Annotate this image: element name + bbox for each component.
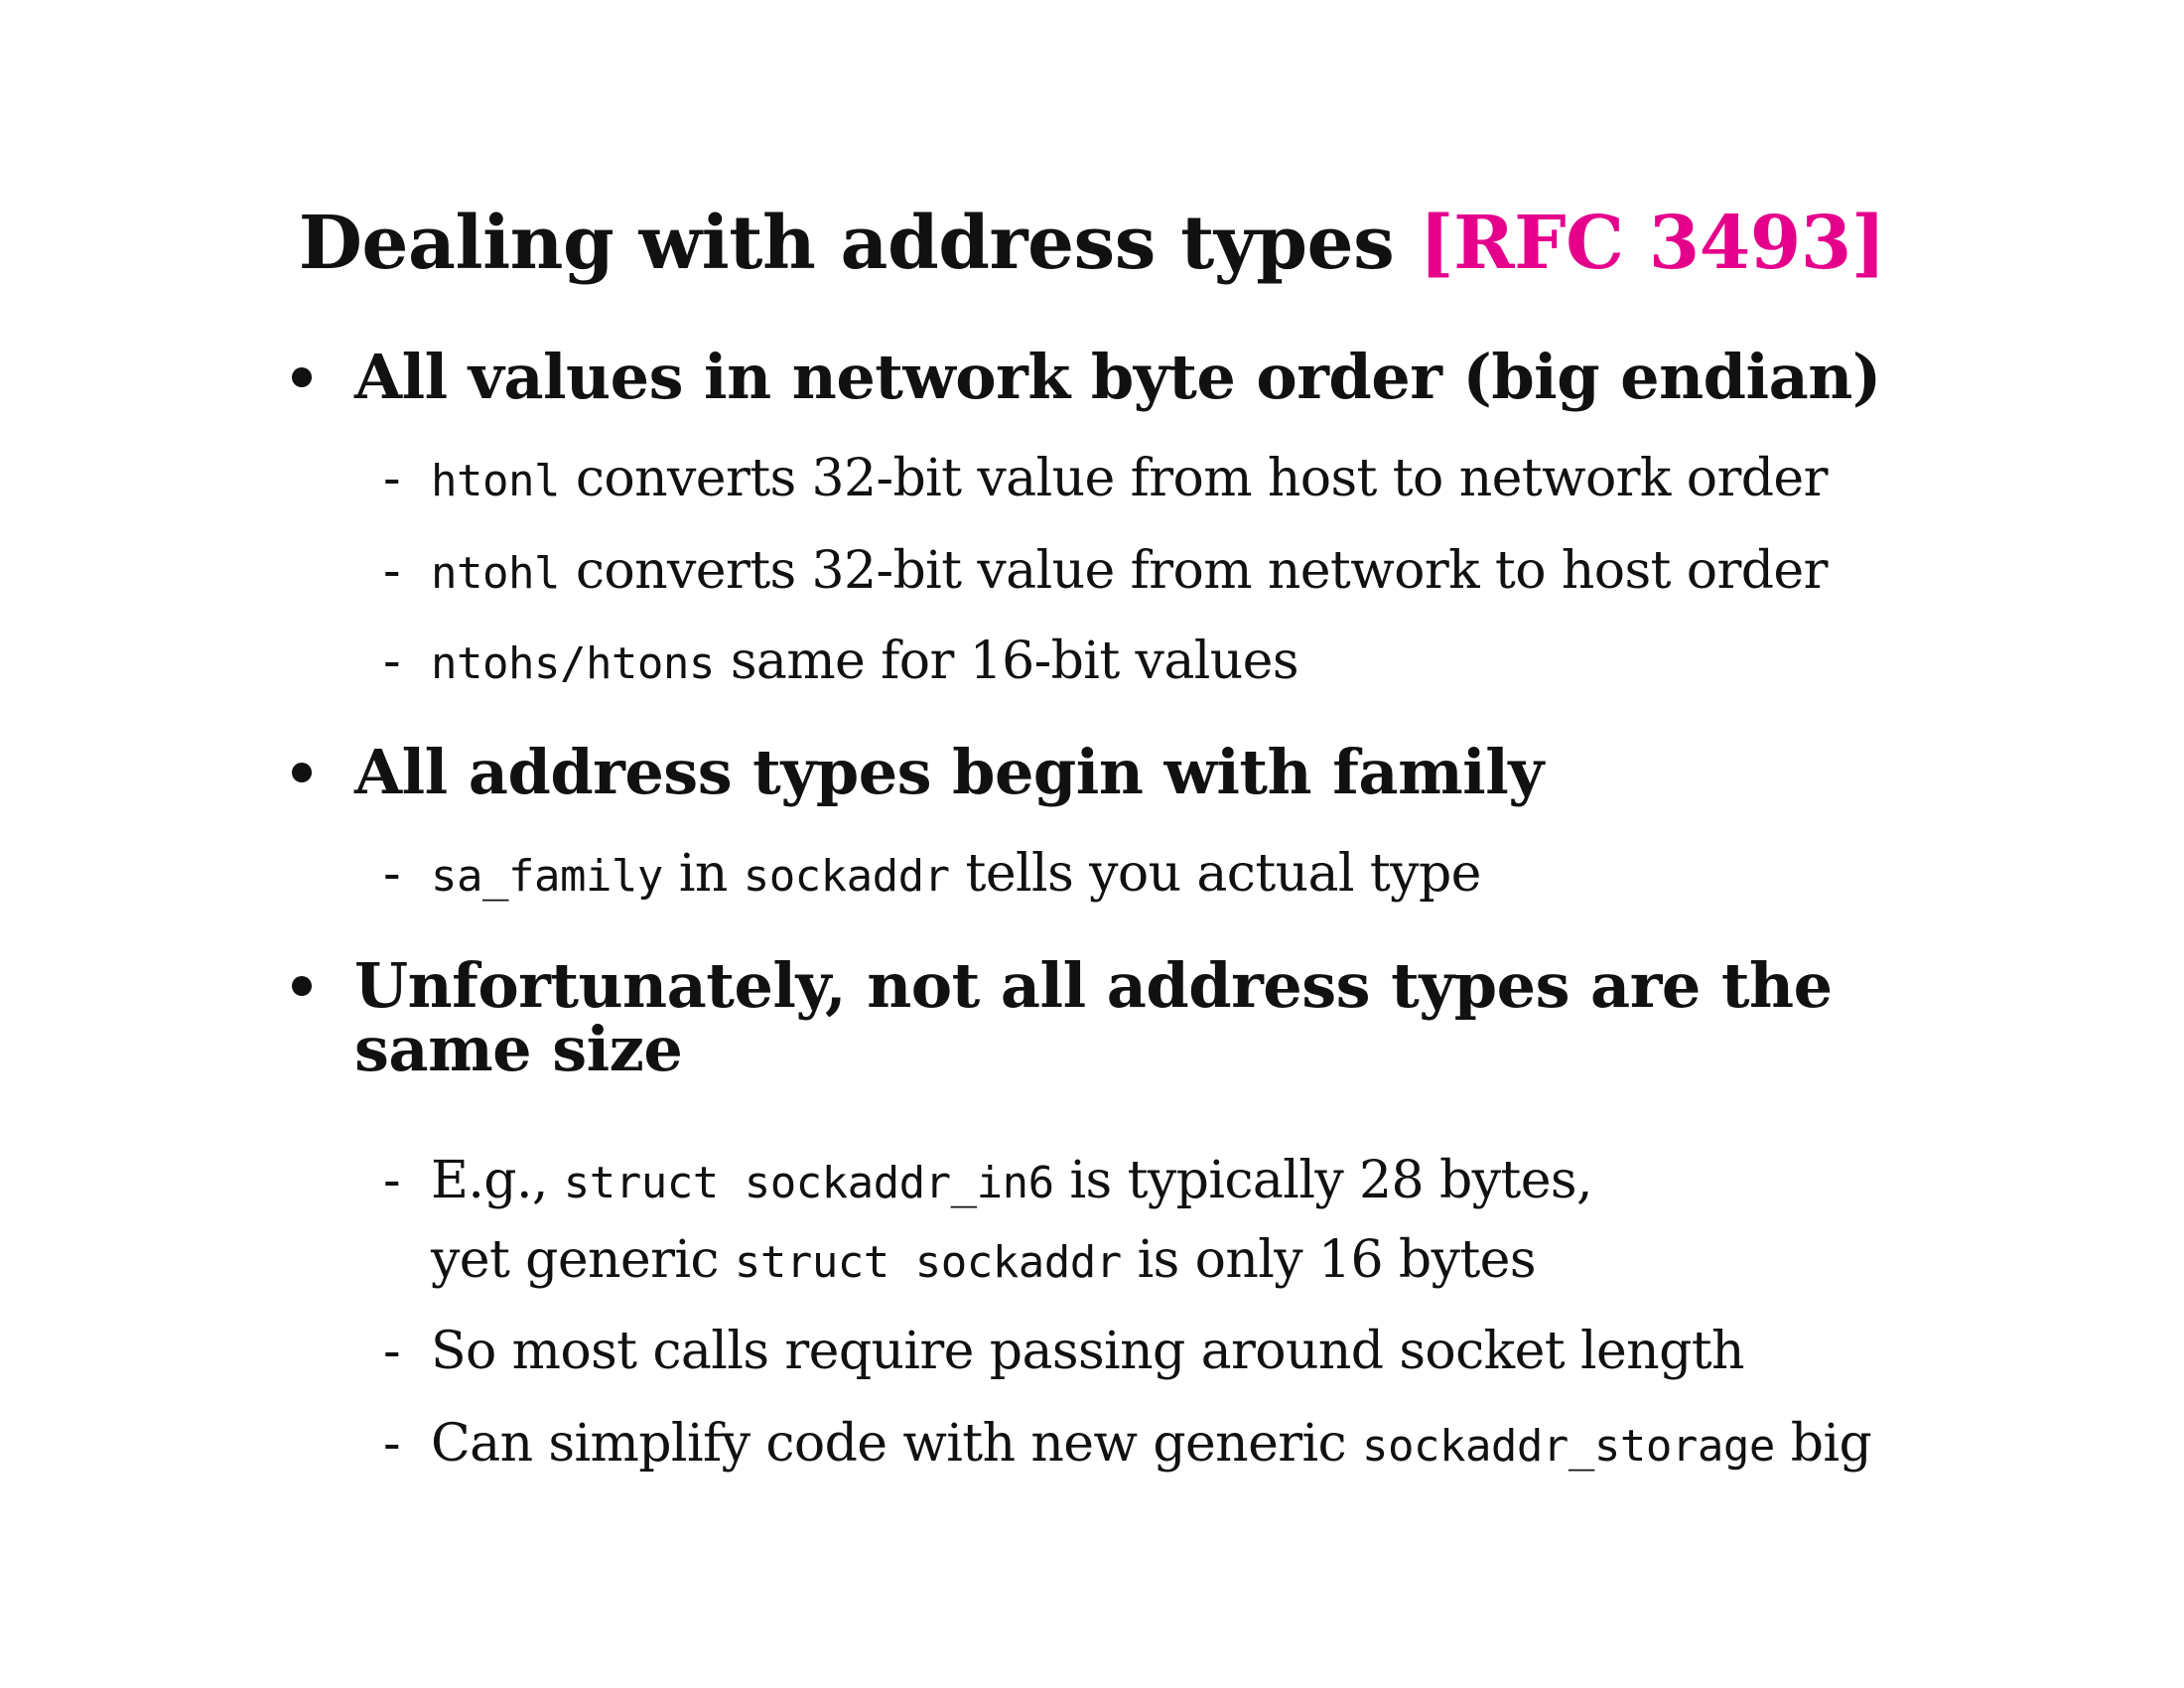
sub-bullet-dash: - bbox=[383, 1322, 401, 1381]
bullet-icon bbox=[292, 976, 312, 996]
bullet-icon bbox=[292, 367, 312, 387]
title-text: Dealing with address types bbox=[298, 201, 1395, 286]
sub-text: Can simplify code with new generic bbox=[431, 1414, 1362, 1474]
sub-text: E.g., bbox=[431, 1151, 564, 1210]
code-ntohs-htons: ntohs/htons bbox=[431, 638, 715, 689]
sub-bullet-dash: - bbox=[383, 844, 401, 904]
bullet-icon bbox=[292, 763, 312, 782]
sub-text: yet generic bbox=[431, 1230, 735, 1290]
bullet-1: All values in network byte order (big en… bbox=[354, 341, 1881, 413]
title-reference: [RFC 3493] bbox=[1419, 201, 1886, 286]
sub-bullet-1-3: ntohs/htons same for 16-bit values bbox=[431, 632, 1299, 694]
sub-text: converts 32-bit value from network to ho… bbox=[559, 541, 1829, 601]
sub-bullet-dash: - bbox=[383, 541, 401, 601]
bullet-3: Unfortunately, not all address types are… bbox=[354, 949, 1833, 1085]
sub-bullet-3-3: Can simplify code with new generic socka… bbox=[431, 1414, 1872, 1477]
code-struct-sockaddr: struct sockaddr bbox=[734, 1237, 1122, 1288]
code-sockaddr-storage: sockaddr_storage bbox=[1361, 1421, 1775, 1472]
sub-bullet-3-1-line-1: E.g., struct sockaddr_in6 is typically 2… bbox=[431, 1151, 1593, 1213]
sub-bullet-2-1: sa_family in sockaddr tells you actual t… bbox=[431, 844, 1481, 907]
sub-text: in bbox=[662, 844, 744, 904]
code-ntohl: ntohl bbox=[431, 548, 560, 599]
sub-bullet-dash: - bbox=[383, 632, 401, 691]
code-sa-family: sa_family bbox=[431, 851, 663, 902]
code-struct-sockaddr-in6: struct sockaddr_in6 bbox=[563, 1158, 1054, 1208]
sub-text: same for 16-bit values bbox=[714, 632, 1299, 691]
sub-bullet-3-1-line-2: yet generic struct sockaddr is only 16 b… bbox=[431, 1230, 1537, 1293]
bullet-2: All address types begin with family bbox=[354, 736, 1544, 808]
sub-text: converts 32-bit value from host to netwo… bbox=[559, 449, 1829, 508]
slide-title: Dealing with address types [RFC 3493] bbox=[0, 207, 2184, 280]
sub-text: So most calls require passing around soc… bbox=[431, 1322, 1745, 1381]
sub-text: tells you actual type bbox=[949, 844, 1482, 904]
sub-bullet-3-2: So most calls require passing around soc… bbox=[431, 1322, 1745, 1381]
code-htonl: htonl bbox=[431, 456, 560, 506]
sub-bullet-1-1: htonl converts 32-bit value from host to… bbox=[431, 449, 1828, 511]
code-sockaddr: sockaddr bbox=[743, 851, 950, 902]
sub-text: big bbox=[1774, 1414, 1872, 1474]
sub-bullet-1-2: ntohl converts 32-bit value from network… bbox=[431, 541, 1828, 604]
sub-text: is only 16 bytes bbox=[1121, 1230, 1537, 1290]
sub-bullet-dash: - bbox=[383, 1151, 401, 1210]
sub-bullet-dash: - bbox=[383, 449, 401, 508]
sub-bullet-dash: - bbox=[383, 1414, 401, 1474]
sub-text: is typically 28 bytes, bbox=[1053, 1151, 1593, 1210]
